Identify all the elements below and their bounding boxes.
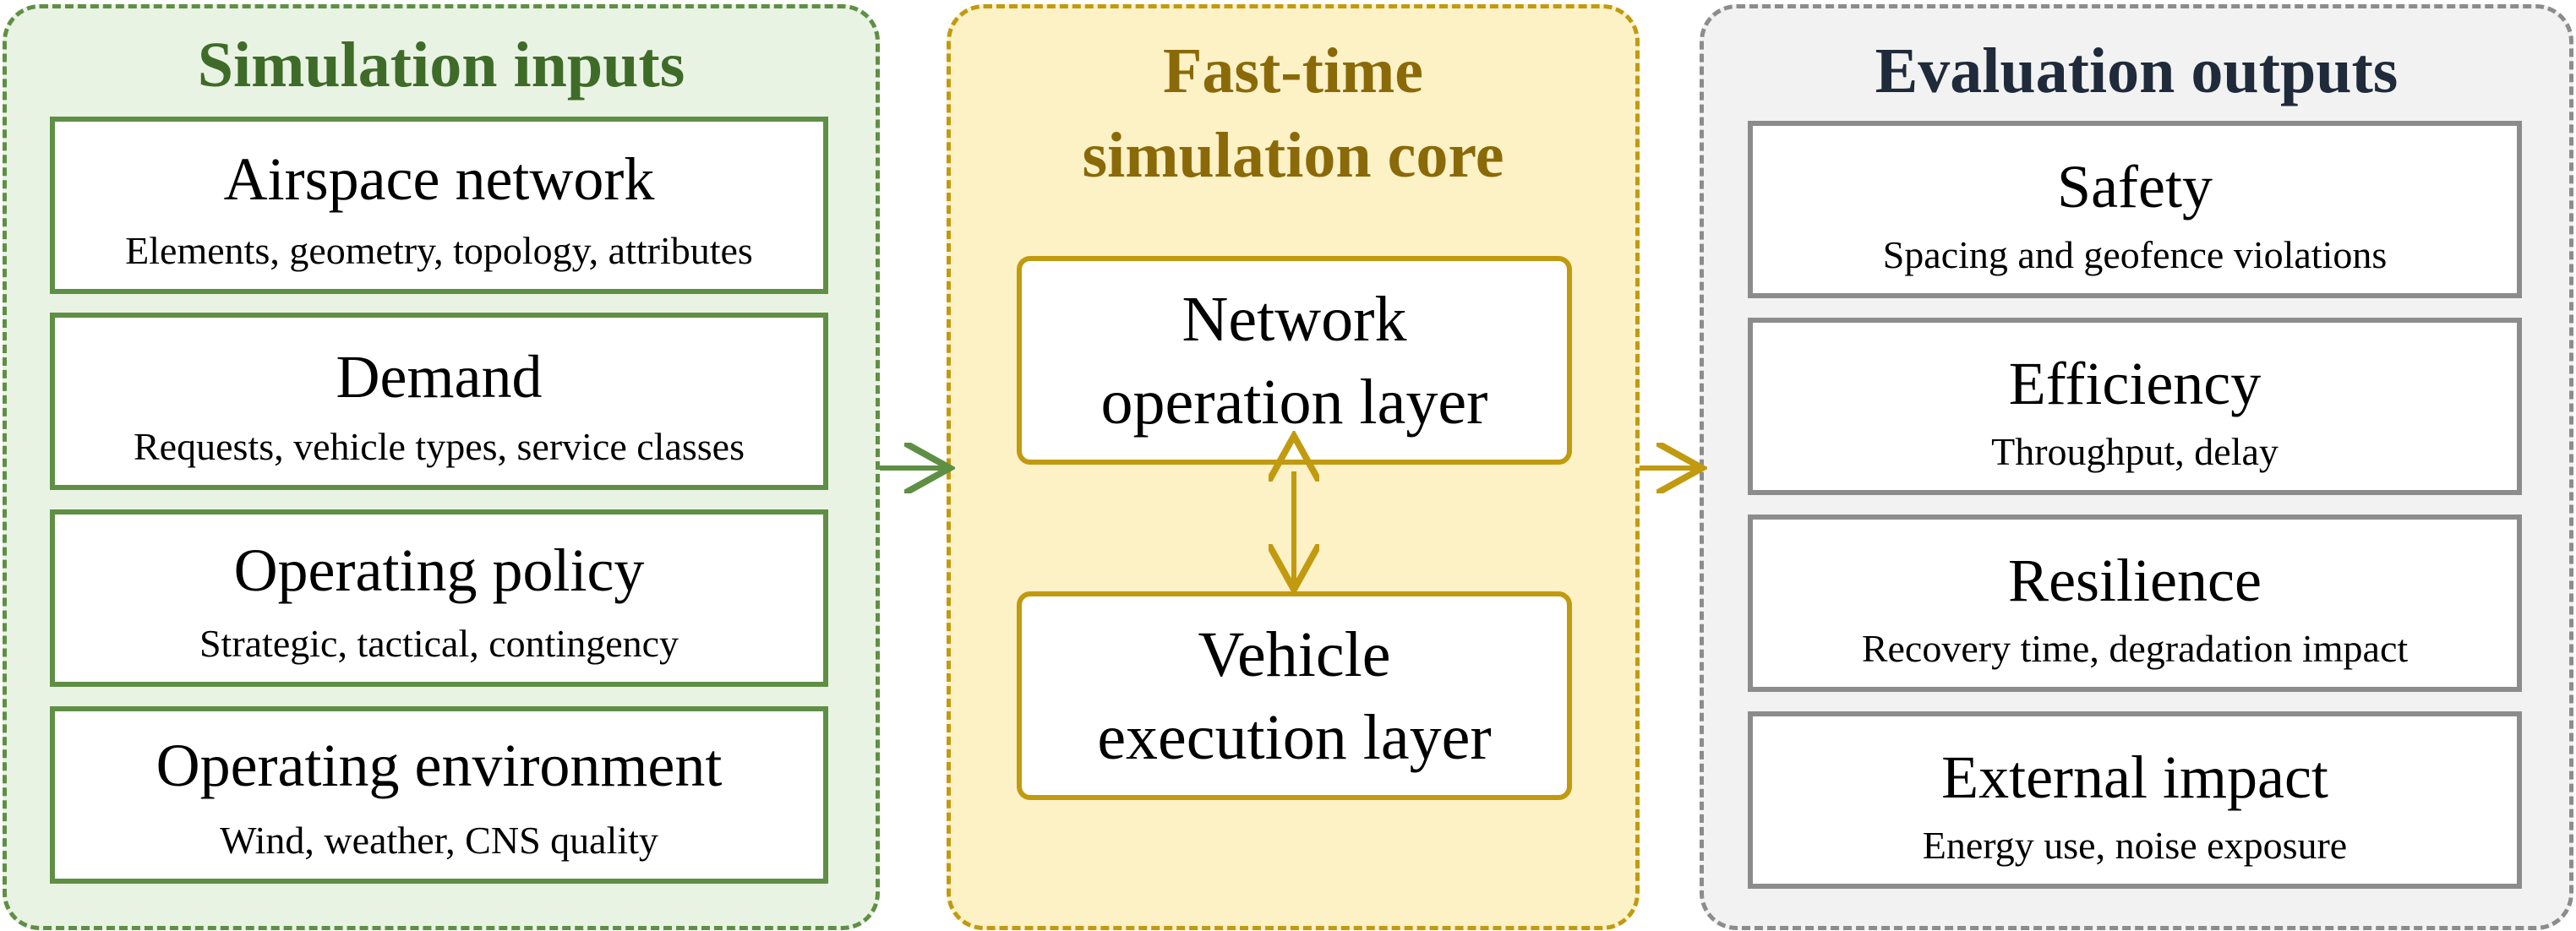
simulation-core-title-line1: Fast-time xyxy=(1162,35,1424,106)
output-box-external-impact: External impact Energy use, noise exposu… xyxy=(1748,711,2522,889)
output-title-external-impact: External impact xyxy=(1941,743,2328,811)
output-box-safety: Safety Spacing and geofence violations xyxy=(1748,121,2522,298)
output-title-resilience: Resilience xyxy=(2008,547,2262,614)
input-box-airspace-network: Airspace network Elements, geometry, top… xyxy=(50,117,828,294)
output-box-efficiency: Efficiency Throughput, delay xyxy=(1748,318,2522,495)
output-title-safety: Safety xyxy=(2057,153,2213,220)
input-title-demand: Demand xyxy=(336,343,543,411)
network-operation-layer-line1: Network xyxy=(1182,283,1407,355)
output-subtitle-resilience: Recovery time, degradation impact xyxy=(1861,627,2409,670)
input-subtitle-operating-environment: Wind, weather, CNS quality xyxy=(220,819,658,862)
output-title-efficiency: Efficiency xyxy=(2008,350,2262,417)
vehicle-execution-layer-line2: execution layer xyxy=(1097,701,1492,773)
input-box-demand: Demand Requests, vehicle types, service … xyxy=(50,313,828,490)
input-box-operating-policy: Operating policy Strategic, tactical, co… xyxy=(50,509,828,687)
output-subtitle-safety: Spacing and geofence violations xyxy=(1882,233,2388,276)
output-subtitle-external-impact: Energy use, noise exposure xyxy=(1922,824,2348,867)
input-subtitle-operating-policy: Strategic, tactical, contingency xyxy=(199,622,679,665)
input-subtitle-airspace-network: Elements, geometry, topology, attributes xyxy=(125,229,753,272)
input-title-airspace-network: Airspace network xyxy=(223,145,655,213)
simulation-inputs-title: Simulation inputs xyxy=(197,30,685,101)
network-operation-layer-box: Network operation layer xyxy=(1017,256,1572,465)
input-subtitle-demand: Requests, vehicle types, service classes xyxy=(134,425,745,468)
input-title-operating-environment: Operating environment xyxy=(156,732,723,799)
network-operation-layer-line2: operation layer xyxy=(1100,366,1488,438)
input-box-operating-environment: Operating environment Wind, weather, CNS… xyxy=(50,706,828,884)
output-subtitle-efficiency: Throughput, delay xyxy=(1991,430,2279,473)
output-box-resilience: Resilience Recovery time, degradation im… xyxy=(1748,514,2522,692)
vehicle-execution-layer-line1: Vehicle xyxy=(1198,618,1391,690)
simulation-core-title-line2: simulation core xyxy=(1082,120,1504,191)
evaluation-outputs-title: Evaluation outputs xyxy=(1875,35,2399,106)
input-title-operating-policy: Operating policy xyxy=(233,536,645,604)
